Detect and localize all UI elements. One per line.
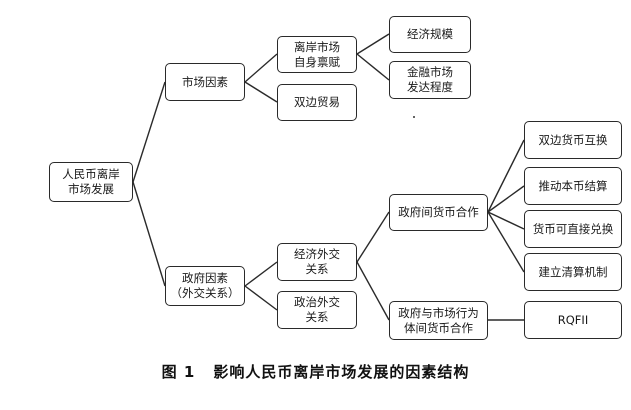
node-bilateral-trade: 双边贸易	[277, 84, 357, 121]
node-gov-market-cooperation: 政府与市场行为 体间货币合作	[389, 301, 488, 340]
node-financial-development: 金融市场 发达程度	[389, 61, 471, 99]
node-political-diplomacy: 政治外交 关系	[277, 291, 357, 329]
node-offshore-endowment: 离岸市场 自身禀赋	[277, 36, 357, 73]
link-root-government	[132, 181, 166, 287]
link-intergov-exchange	[487, 211, 525, 230]
figure-title: 影响人民币离岸市场发展的因素结构	[213, 363, 470, 381]
link-intergov-swap	[487, 139, 525, 213]
node-root: 人民币离岸 市场发展	[49, 162, 133, 202]
node-local-currency-settlement: 推动本币结算	[524, 167, 622, 205]
link-market-endowment	[244, 53, 278, 83]
stray-dot	[413, 116, 415, 118]
link-market-trade	[244, 81, 278, 103]
figure-number: 图 1	[161, 363, 196, 381]
node-direct-exchange: 货币可直接兑换	[524, 210, 622, 248]
node-market-factors: 市场因素	[165, 63, 245, 101]
link-endowment-finance	[356, 53, 390, 81]
node-rqfii: RQFII	[524, 301, 622, 339]
link-gov-political	[244, 285, 278, 311]
node-intergov-cooperation: 政府间货币合作	[389, 194, 488, 231]
node-economic-diplomacy: 经济外交 关系	[277, 243, 357, 281]
node-government-factors: 政府因素 （外交关系）	[165, 266, 245, 306]
figure-caption: 图 1 影响人民币离岸市场发展的因素结构	[0, 361, 631, 382]
link-endowment-scale	[356, 33, 390, 55]
link-intergov-clearing	[487, 211, 525, 273]
link-intergov-settlement	[487, 185, 525, 213]
node-clearing-mechanism: 建立清算机制	[524, 253, 622, 291]
link-economic-govmarket	[356, 261, 390, 321]
node-economic-scale: 经济规模	[389, 16, 471, 53]
link-root-market	[132, 81, 166, 183]
node-currency-swap: 双边货币互换	[524, 121, 622, 159]
link-gov-economic	[244, 261, 278, 287]
link-economic-intergov	[356, 211, 390, 263]
